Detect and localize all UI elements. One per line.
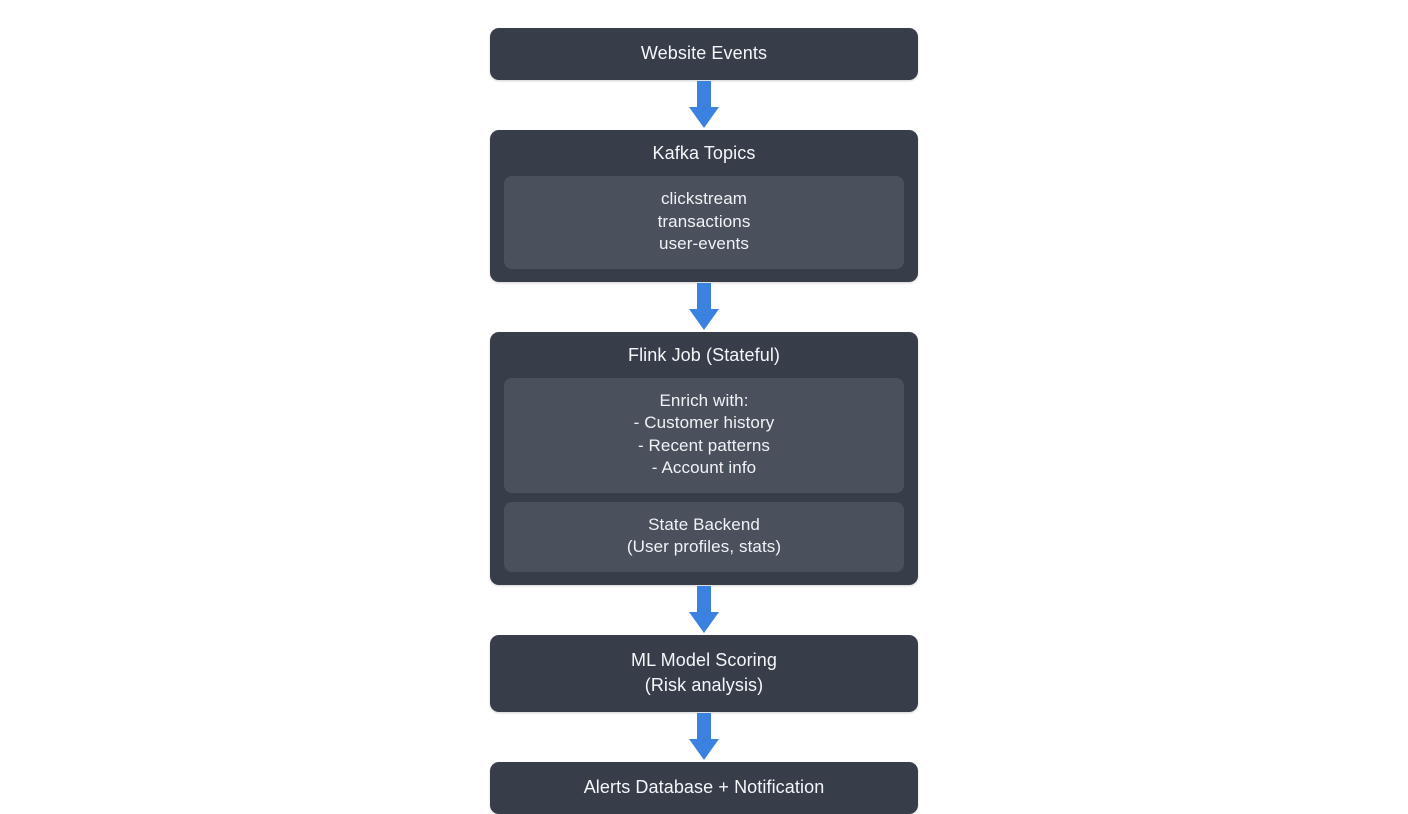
- panel-state-backend: State Backend (User profiles, stats): [504, 501, 904, 572]
- arrow-down-icon: [688, 282, 720, 331]
- pipeline-diagram: Website Events Kafka Topics clickstream …: [490, 28, 918, 814]
- node-title: Alerts Database + Notification: [583, 776, 825, 797]
- connector-website-events-to-kafka-topics: [490, 80, 918, 130]
- panel-line: (User profiles, stats): [626, 537, 782, 556]
- panel-line: clickstream: [660, 189, 748, 208]
- node-ml-model-scoring[interactable]: ML Model Scoring (Risk analysis): [490, 634, 918, 712]
- node-subtitle: (Risk analysis): [644, 674, 764, 695]
- panel-line: transactions: [657, 211, 751, 231]
- node-title: Kafka Topics: [652, 143, 756, 163]
- panel-kafka-topic-list: clickstream transactions user-events: [504, 176, 904, 269]
- arrow-down-icon: [688, 712, 720, 761]
- node-kafka-topics[interactable]: Kafka Topics clickstream transactions us…: [490, 130, 918, 282]
- node-flink-job[interactable]: Flink Job (Stateful) Enrich with: - Cust…: [490, 331, 918, 585]
- connector-flink-job-to-ml-model-scoring: [490, 585, 918, 635]
- arrow-down-icon: [688, 81, 720, 129]
- connector-kafka-topics-to-flink-job: [490, 282, 918, 332]
- arrow-down-icon: [688, 585, 720, 634]
- panel-enrichment: Enrich with: - Customer history - Recent…: [504, 377, 904, 493]
- node-title: Flink Job (Stateful): [627, 344, 781, 365]
- connector-ml-model-scoring-to-alerts-database: [490, 712, 918, 762]
- panel-line: - Customer history: [633, 413, 775, 432]
- node-title: ML Model Scoring: [631, 649, 777, 670]
- node-website-events[interactable]: Website Events: [490, 28, 918, 80]
- flow-column: Website Events Kafka Topics clickstream …: [490, 28, 918, 814]
- node-title: Website Events: [640, 43, 768, 63]
- panel-line: Enrich with:: [659, 390, 749, 410]
- node-alerts-database[interactable]: Alerts Database + Notification: [490, 761, 918, 814]
- panel-line: - Account info: [651, 458, 757, 477]
- panel-line: - Recent patterns: [637, 435, 771, 455]
- panel-line: user-events: [659, 234, 749, 253]
- panel-line: State Backend: [648, 514, 760, 534]
